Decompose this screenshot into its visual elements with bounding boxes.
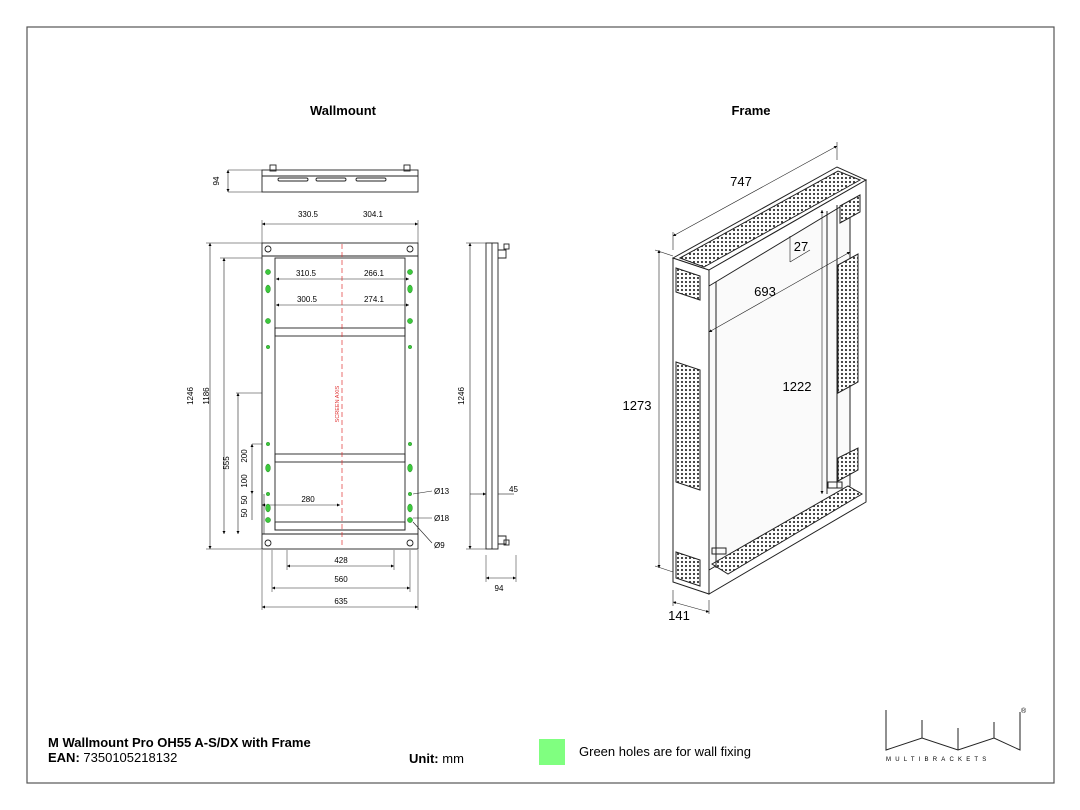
dim-side-offset: 45 — [509, 485, 518, 494]
hole-d9-label: Ø9 — [434, 541, 445, 550]
wallmount-top-view — [226, 164, 419, 193]
dim-bottom-560: 560 — [334, 575, 348, 584]
sheet-border — [26, 26, 1055, 784]
ean-line: EAN: 7350105218132 — [48, 750, 311, 765]
wallmount-front-view — [206, 220, 433, 610]
product-name: M Wallmount Pro OH55 A-S/DX with Frame — [48, 735, 311, 750]
ean-label: EAN: — [48, 750, 80, 765]
logo-text: MULTIBRACKETS — [886, 757, 991, 763]
dim-side-depth: 94 — [495, 584, 504, 593]
wallmount-side-view — [466, 242, 517, 582]
hole-d13-label: Ø13 — [434, 487, 450, 496]
dim-inner-right-2: 274.1 — [364, 295, 385, 304]
dim-inner-left-2: 300.5 — [297, 295, 318, 304]
unit-value: mm — [442, 751, 464, 766]
dim-hole-100: 100 — [240, 474, 249, 488]
dim-inner-left-1: 310.5 — [296, 269, 317, 278]
dim-top-left-width: 330.5 — [298, 210, 319, 219]
unit-label: Unit: — [409, 751, 439, 766]
dim-bottom-635: 635 — [334, 597, 348, 606]
dim-hole-50b: 50 — [240, 508, 249, 517]
multibrackets-logo — [885, 710, 1021, 751]
legend-text: Green holes are for wall fixing — [579, 744, 751, 759]
logo-registered-mark: ® — [1021, 708, 1027, 715]
unit-line: Unit: mm — [409, 751, 464, 766]
frame-dim-width: 747 — [730, 174, 752, 189]
frame-dim-inner-width: 693 — [754, 284, 776, 299]
dim-top-height: 94 — [212, 176, 221, 185]
frame-dim-depth: 141 — [668, 608, 690, 623]
dim-offset-280: 280 — [301, 495, 315, 504]
green-hole-legend-swatch — [539, 739, 565, 765]
frame-dim-inner-height: 1222 — [783, 379, 812, 394]
dim-lower-span: 555 — [222, 456, 231, 470]
frame-isometric-view — [671, 166, 868, 595]
frame-dimension-lines — [654, 142, 851, 614]
title-block: M Wallmount Pro OH55 A-S/DX with Frame E… — [48, 735, 311, 765]
screen-axis-label: SCREEN AXIS — [335, 385, 341, 422]
frame-dim-depth-top: 27 — [794, 239, 808, 254]
wall-fixing-holes — [265, 269, 413, 523]
dim-top-right-width: 304.1 — [363, 210, 384, 219]
dim-hole-50a: 50 — [240, 495, 249, 504]
frame-dim-height: 1273 — [623, 398, 652, 413]
dim-bottom-428: 428 — [334, 556, 348, 565]
dim-hole-200: 200 — [240, 449, 249, 463]
wallmount-title: Wallmount — [310, 103, 377, 118]
dim-inner-right-1: 266.1 — [364, 269, 385, 278]
dim-side-height: 1246 — [457, 387, 466, 405]
frame-title: Frame — [731, 103, 770, 118]
dim-overall-height: 1246 — [186, 387, 195, 405]
hole-d18-label: Ø18 — [434, 514, 450, 523]
ean-value: 7350105218132 — [83, 750, 178, 765]
dim-frame-height: 1186 — [202, 387, 211, 405]
